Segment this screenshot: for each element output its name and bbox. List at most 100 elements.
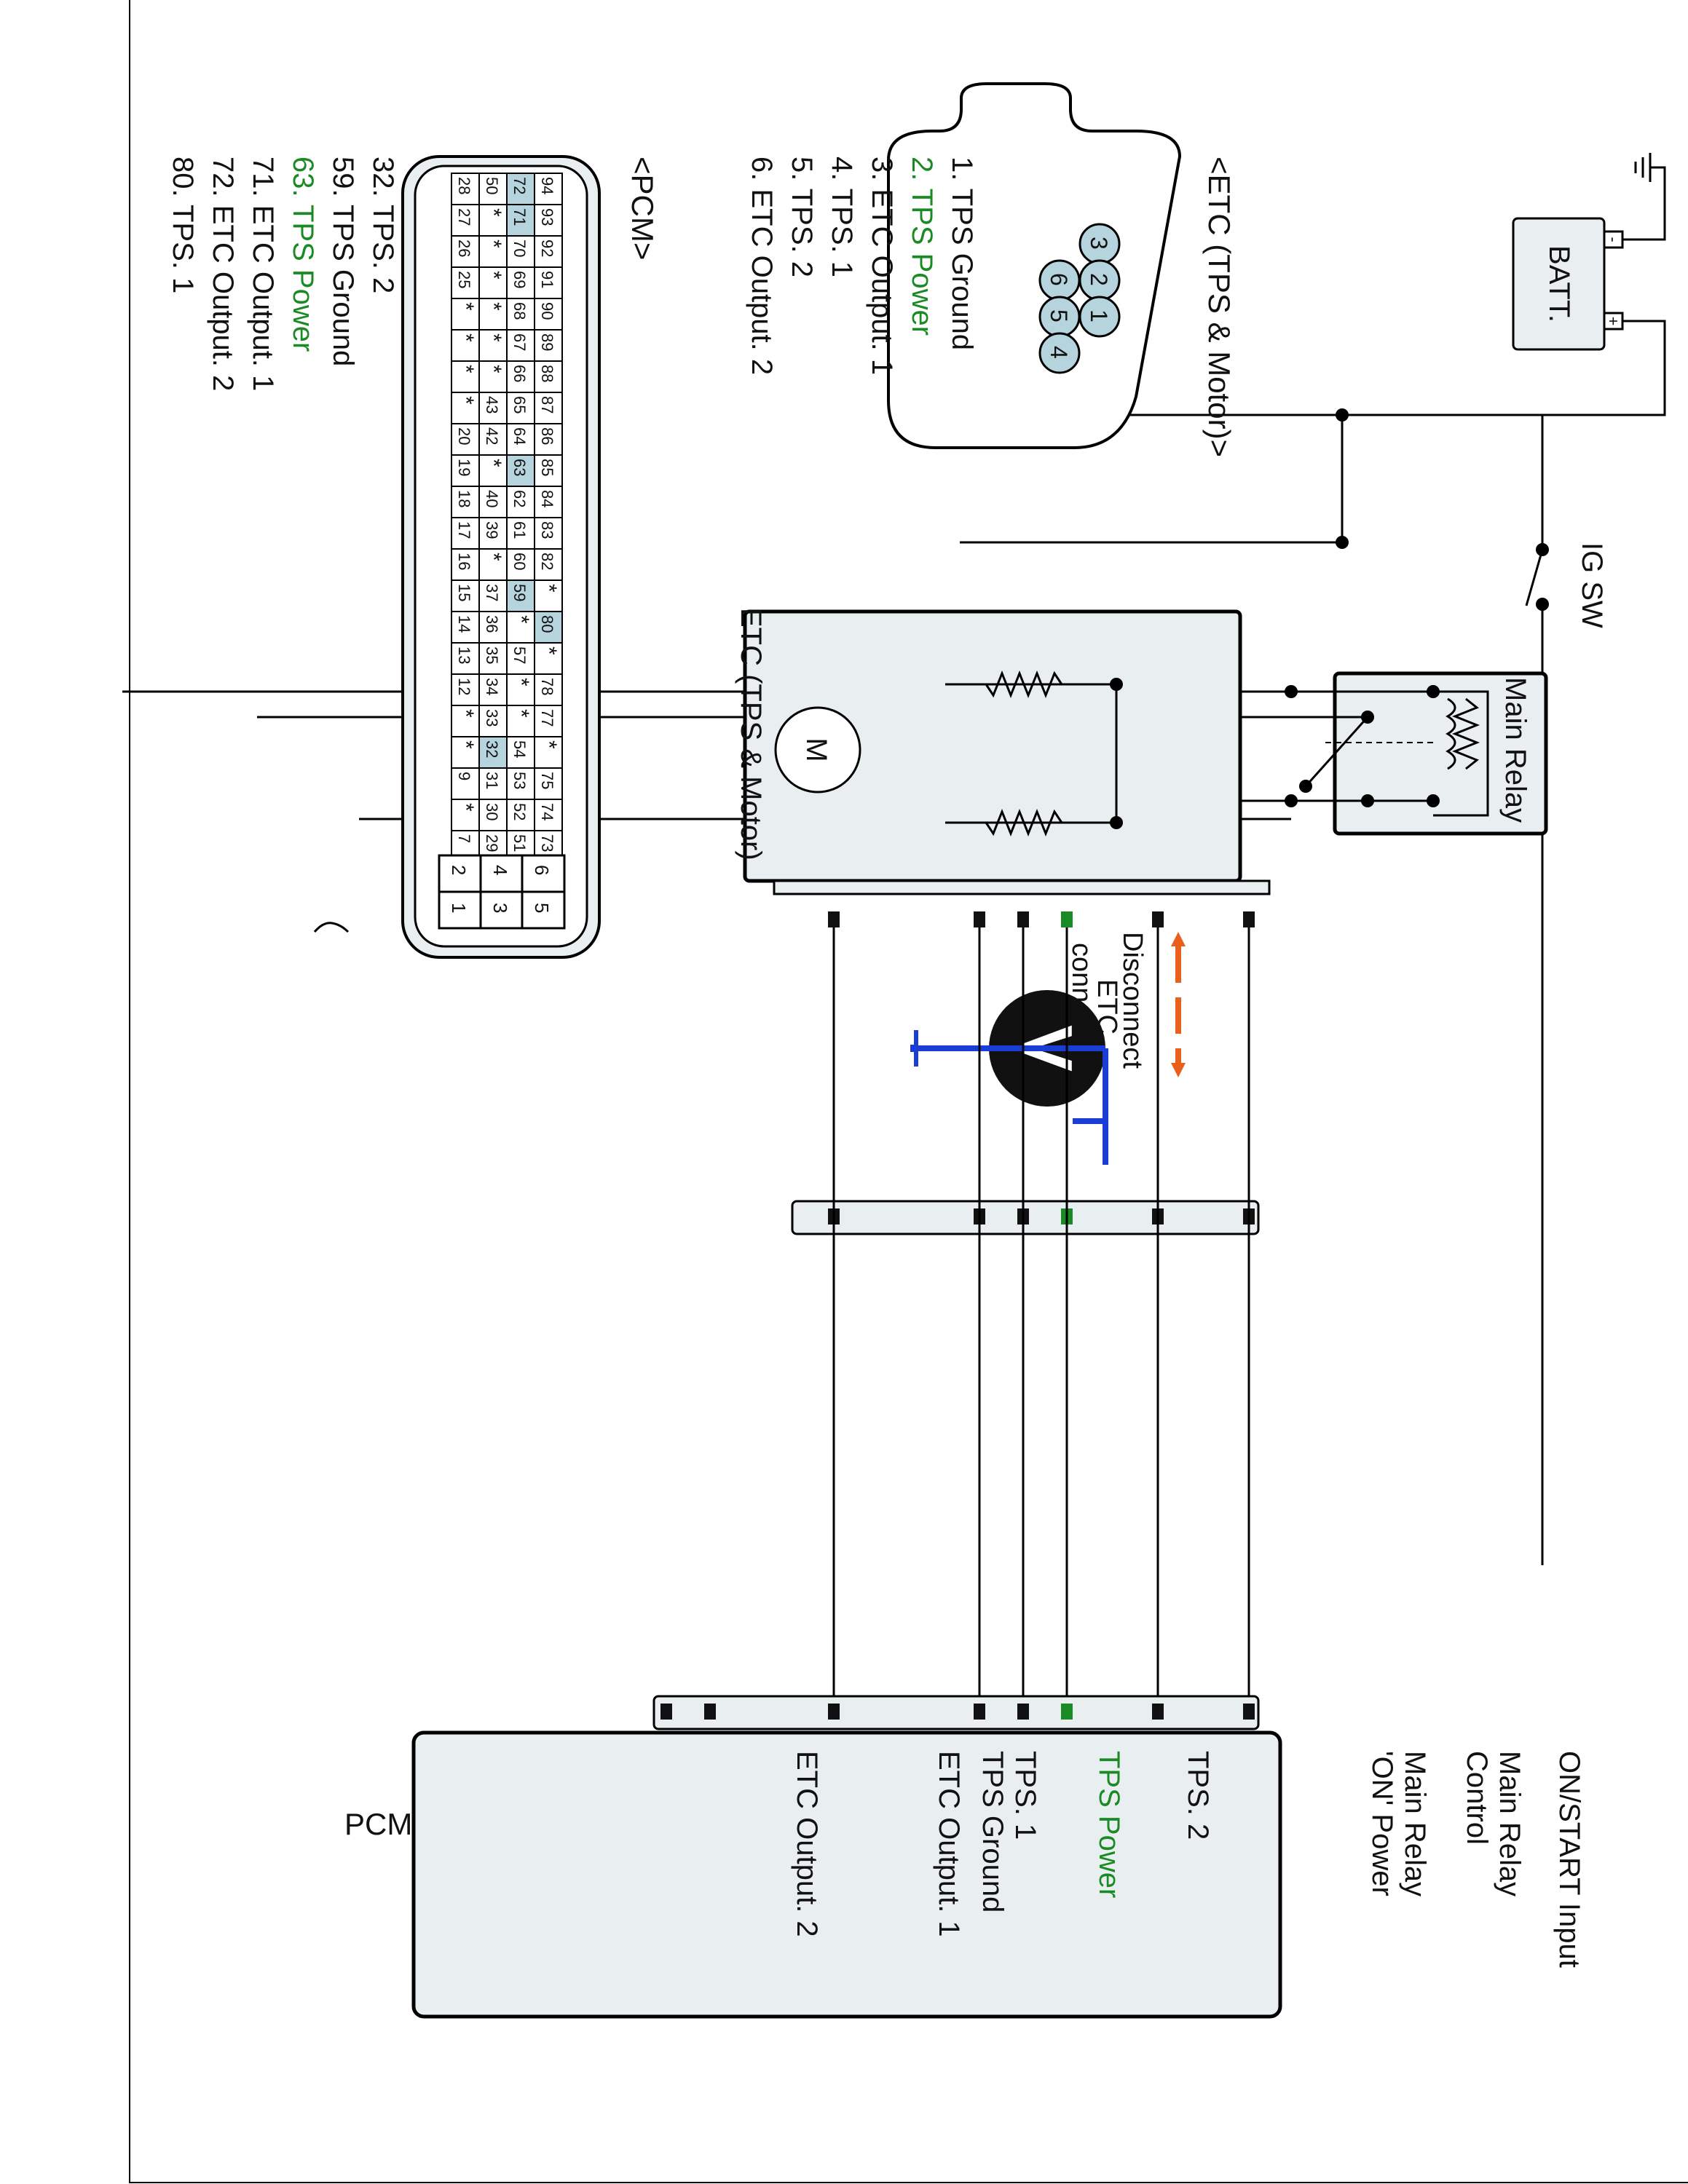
pcm-pin-cell xyxy=(451,736,480,769)
pcm-pin-number: * xyxy=(509,709,533,718)
pcm-pin-number: 74 xyxy=(538,803,556,820)
pcm-pin-cell xyxy=(534,673,563,706)
pcm-pin-number: 50 xyxy=(483,177,501,194)
pcm-pin-cell xyxy=(506,360,535,393)
pcm-pin-cell xyxy=(478,423,508,456)
pcm-terminal-label: ON/START Input xyxy=(1553,1751,1585,1968)
pcm-legend-item: 80. TPS. 1 xyxy=(167,157,199,293)
pcm-pin-cell xyxy=(534,767,563,800)
ig-switch-label: IG SW xyxy=(1576,542,1608,628)
pcm-connector-face: 94939291908988878685848382*80*7877*75747… xyxy=(401,155,601,959)
pcm-pin-number: 36 xyxy=(483,615,501,633)
pcm-pin-number: 18 xyxy=(455,490,473,507)
voltmeter: V xyxy=(910,990,1108,1165)
pcm-pin-number: * xyxy=(481,208,505,217)
pcm-pin-number: 37 xyxy=(483,584,501,601)
battery-plus-label: + xyxy=(1604,317,1622,326)
etc-connector-title: <ETC (TPS & Motor)> xyxy=(1202,157,1237,457)
pcm-pin-number: 83 xyxy=(538,521,556,539)
etc-legend-item: 2. TPS Power xyxy=(906,157,938,336)
inline-connector xyxy=(791,1200,1260,1235)
pcm-small-block: 6 5 4 3 2 1 xyxy=(438,854,566,930)
pcm-pin-number: 57 xyxy=(510,646,529,664)
pcm-pin-number: * xyxy=(509,678,533,687)
pcm-pin-number: 9 xyxy=(455,772,473,780)
pcm-terminal-label: Main Relay xyxy=(1399,1751,1431,1896)
pcm-terminal-labels: ON/START Input Main Relay Control Main R… xyxy=(791,1751,1585,1968)
pcm-legend-item: 71. ETC Output. 1 xyxy=(247,157,279,391)
pcm-block xyxy=(411,1695,1282,2019)
pcm-pin-number: 28 xyxy=(455,177,473,194)
etc-legend-item: 1. TPS Ground xyxy=(946,157,978,350)
pcm-pin-cell xyxy=(534,548,563,581)
pcm-pin-number: 78 xyxy=(538,678,556,695)
etc-connector-pins xyxy=(828,911,1255,927)
pcm-pin-number: 80 xyxy=(538,615,556,633)
etc-pin-number: 2 xyxy=(1086,273,1112,286)
pcm-connector-legend: 32. TPS. 2 59. TPS Ground 63. TPS Power … xyxy=(167,157,399,391)
pcm-pin-number: 12 xyxy=(455,678,473,695)
pcm-pin-number: * xyxy=(454,740,478,749)
page-frame xyxy=(129,0,1688,2183)
pcm-pin-number: 29 xyxy=(483,834,501,852)
pcm-pin-number: 60 xyxy=(510,553,529,570)
pcm-pin-number: 67 xyxy=(510,333,529,351)
pcm-pin-number: 64 xyxy=(510,427,529,445)
pcm-terminal-label: Main Relay xyxy=(1494,1751,1526,1896)
pcm-pin-grid: 94939291908988878685848382*80*7877*75747… xyxy=(451,173,563,863)
pcm-terminal-label: Control xyxy=(1461,1751,1493,1845)
disconnect-note-line1: Disconnect xyxy=(1117,932,1148,1069)
etc-connector-face: 3 2 1 6 5 4 xyxy=(887,82,1182,449)
pcm-pin-number: 20 xyxy=(455,427,473,445)
pcm-pin-number: 40 xyxy=(483,490,501,507)
pcm-pin-cell xyxy=(451,517,480,550)
battery: BATT. - + xyxy=(1512,217,1624,351)
etc-component: ETC (TPS & Motor) M xyxy=(735,608,1271,895)
pcm-pin-number: 94 xyxy=(538,177,556,194)
pcm-legend-item: 59. TPS Ground xyxy=(327,157,359,366)
pcm-pin-number: 86 xyxy=(538,427,556,445)
pcm-pin-number: 26 xyxy=(455,240,473,257)
pcm-pin-number: 89 xyxy=(538,333,556,351)
pcm-pin-number: 19 xyxy=(455,459,473,476)
pcm-small-pin: 4 xyxy=(489,865,511,875)
pcm-pin-cell xyxy=(451,173,480,205)
pcm-pin-number: 85 xyxy=(538,459,556,476)
etc-legend-item: 6. ETC Output. 2 xyxy=(746,157,778,375)
pcm-pin-cell xyxy=(506,767,535,800)
pcm-pin-cell xyxy=(506,298,535,331)
junction-dot xyxy=(1285,794,1298,807)
pcm-pin-number: 70 xyxy=(510,240,529,257)
pcm-pin-number: 68 xyxy=(510,302,529,320)
pcm-pin-cell xyxy=(451,767,480,800)
pcm-pin-cell xyxy=(534,705,563,737)
pcm-small-pin: 5 xyxy=(531,903,553,913)
motor-symbol xyxy=(774,706,861,794)
etc-legend-item: 4. TPS. 1 xyxy=(826,157,858,277)
pcm-pin-cell xyxy=(478,579,508,612)
pcm-pin-number: 52 xyxy=(510,803,529,820)
etc-legend-item: 3. ETC Output. 1 xyxy=(866,157,898,375)
battery-minus-label: - xyxy=(1604,237,1622,242)
pcm-pin-number: * xyxy=(481,333,505,342)
main-relay-label: Main Relay xyxy=(1499,677,1531,823)
pcm-pin-number: 27 xyxy=(455,208,473,226)
motor-label: M xyxy=(800,737,832,761)
pcm-small-pin: 6 xyxy=(531,865,553,875)
pcm-pin-number: * xyxy=(454,709,478,718)
pcm-pin-cell xyxy=(451,266,480,299)
pcm-pin-number: 43 xyxy=(483,396,501,414)
pcm-pin-number: * xyxy=(481,459,505,467)
pcm-pin-cell xyxy=(534,611,563,644)
pcm-pin-number: * xyxy=(454,803,478,812)
pcm-pin-number: 15 xyxy=(455,584,473,601)
signal-wires xyxy=(832,927,1250,1704)
pcm-pin-cell xyxy=(506,642,535,675)
pcm-terminal-label: TPS Ground xyxy=(977,1751,1009,1912)
pcm-pin-cell xyxy=(451,579,480,612)
pcm-pin-number: 13 xyxy=(455,646,473,664)
pcm-pin-cell xyxy=(534,173,563,205)
pcm-terminal-label: 'ON' Power xyxy=(1366,1751,1398,1896)
junction-dot xyxy=(1336,536,1349,549)
pcm-pin-number: 31 xyxy=(483,772,501,789)
